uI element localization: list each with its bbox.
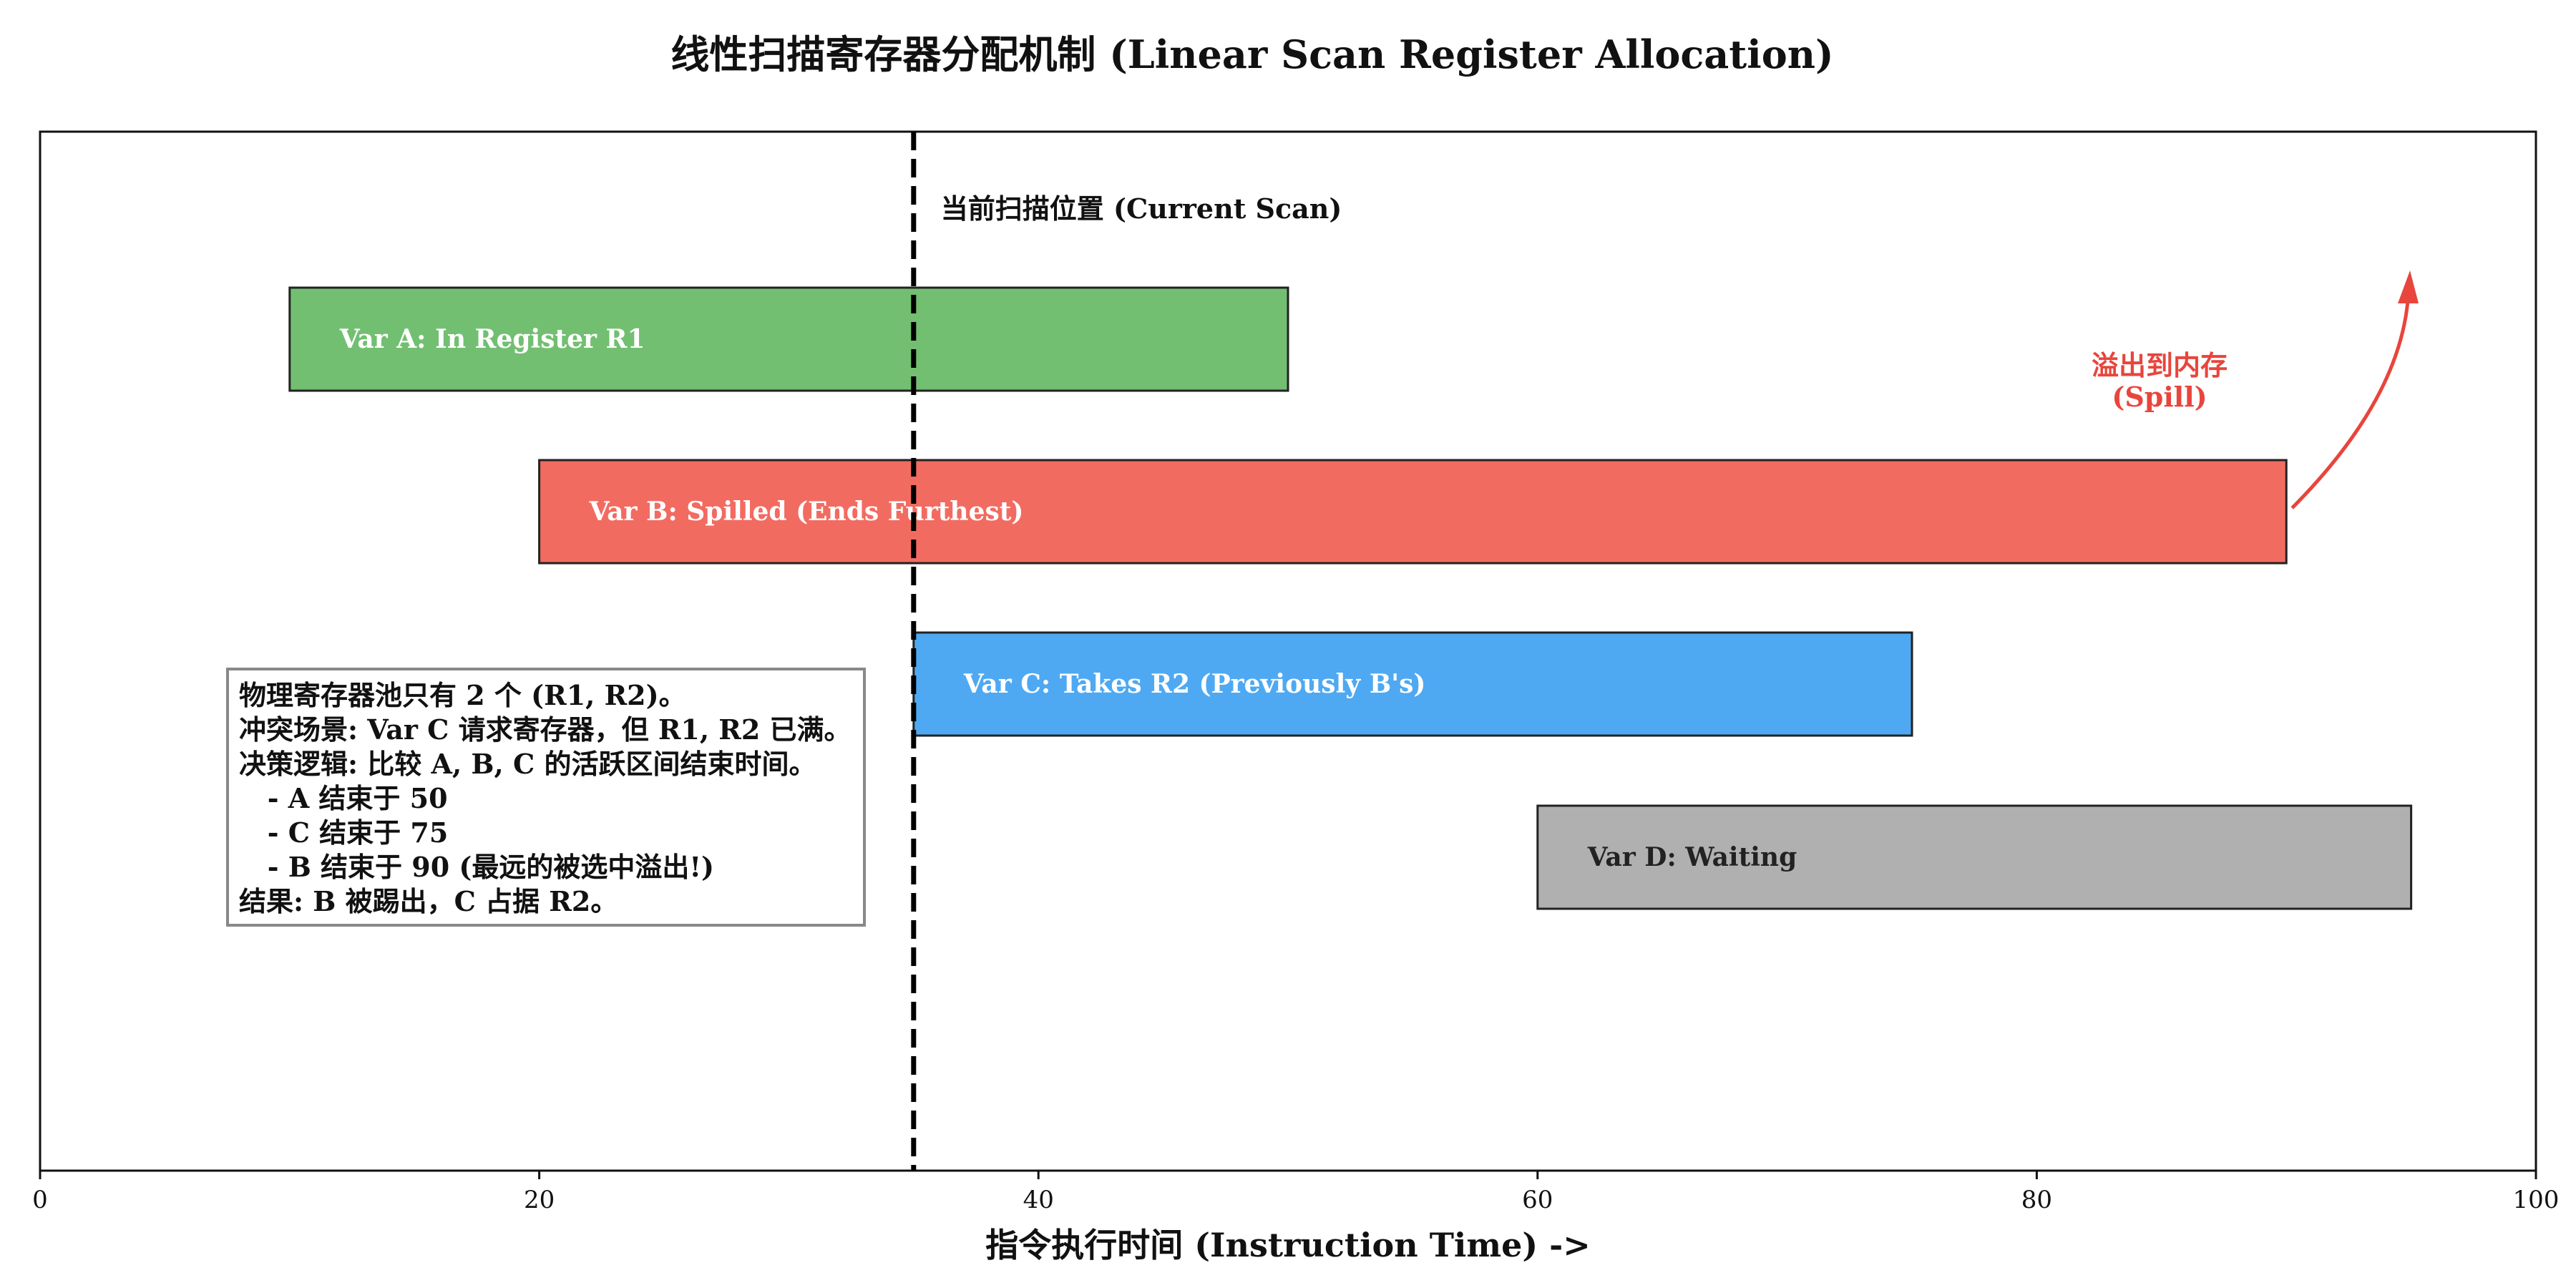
interval-bar — [288, 286, 1289, 392]
interval-bar — [912, 631, 1913, 737]
explanation-line: - C 结束于 75 — [239, 816, 448, 849]
x-tick-label: 80 — [2021, 1186, 2052, 1214]
x-tick-label: 60 — [1522, 1186, 1553, 1214]
interval-bar-label: Var C: Takes R2 (Previously B's) — [963, 669, 1426, 699]
explanation-text: 物理寄存器池只有 2 个 (R1, R2)。冲突场景: Var C 请求寄存器，… — [239, 679, 852, 917]
interval-bar — [538, 459, 2288, 565]
spill-arrowhead-icon — [2398, 270, 2419, 303]
explanation-line: - A 结束于 50 — [239, 782, 448, 814]
x-tick-label: 100 — [2513, 1186, 2560, 1214]
interval-bars: Var A: In Register R1 Var B: Spilled (End… — [288, 286, 2413, 910]
x-tick-label: 0 — [32, 1186, 48, 1214]
x-axis-label: 指令执行时间 (Instruction Time) -> — [985, 1226, 1591, 1264]
explanation-line: 冲突场景: Var C 请求寄存器，但 R1, R2 已满。 — [239, 713, 852, 746]
explanation-line: 决策逻辑: 比较 A, B, C 的活跃区间结束时间。 — [239, 748, 816, 780]
spill-arrow — [2290, 300, 2410, 509]
spill-label-title: 溢出到内存 — [2092, 349, 2228, 381]
interval-bar-label: Var B: Spilled (Ends Furthest) — [589, 497, 1024, 527]
x-axis-ticks: 0 20 40 60 80 100 — [32, 1171, 2559, 1214]
x-tick-label: 40 — [1023, 1186, 1054, 1214]
chart-title: 线性扫描寄存器分配机制 (Linear Scan Register Alloca… — [670, 31, 1833, 77]
x-tick-label: 20 — [524, 1186, 555, 1214]
interval-bar-label: Var D: Waiting — [1587, 842, 1797, 872]
spill-label-subtitle: (Spill) — [2112, 381, 2207, 413]
current-scan-label: 当前扫描位置 (Current Scan) — [941, 192, 1342, 225]
explanation-line: 结果: B 被踢出，C 占据 R2。 — [239, 885, 618, 917]
explanation-line: - B 结束于 90 (最远的被选中溢出!) — [239, 851, 714, 883]
explanation-box — [226, 668, 866, 927]
interval-bar-label: Var A: In Register R1 — [339, 324, 645, 354]
plot-frame — [39, 130, 2537, 1172]
interval-bar — [1536, 804, 2413, 910]
explanation-line: 物理寄存器池只有 2 个 (R1, R2)。 — [239, 679, 686, 711]
